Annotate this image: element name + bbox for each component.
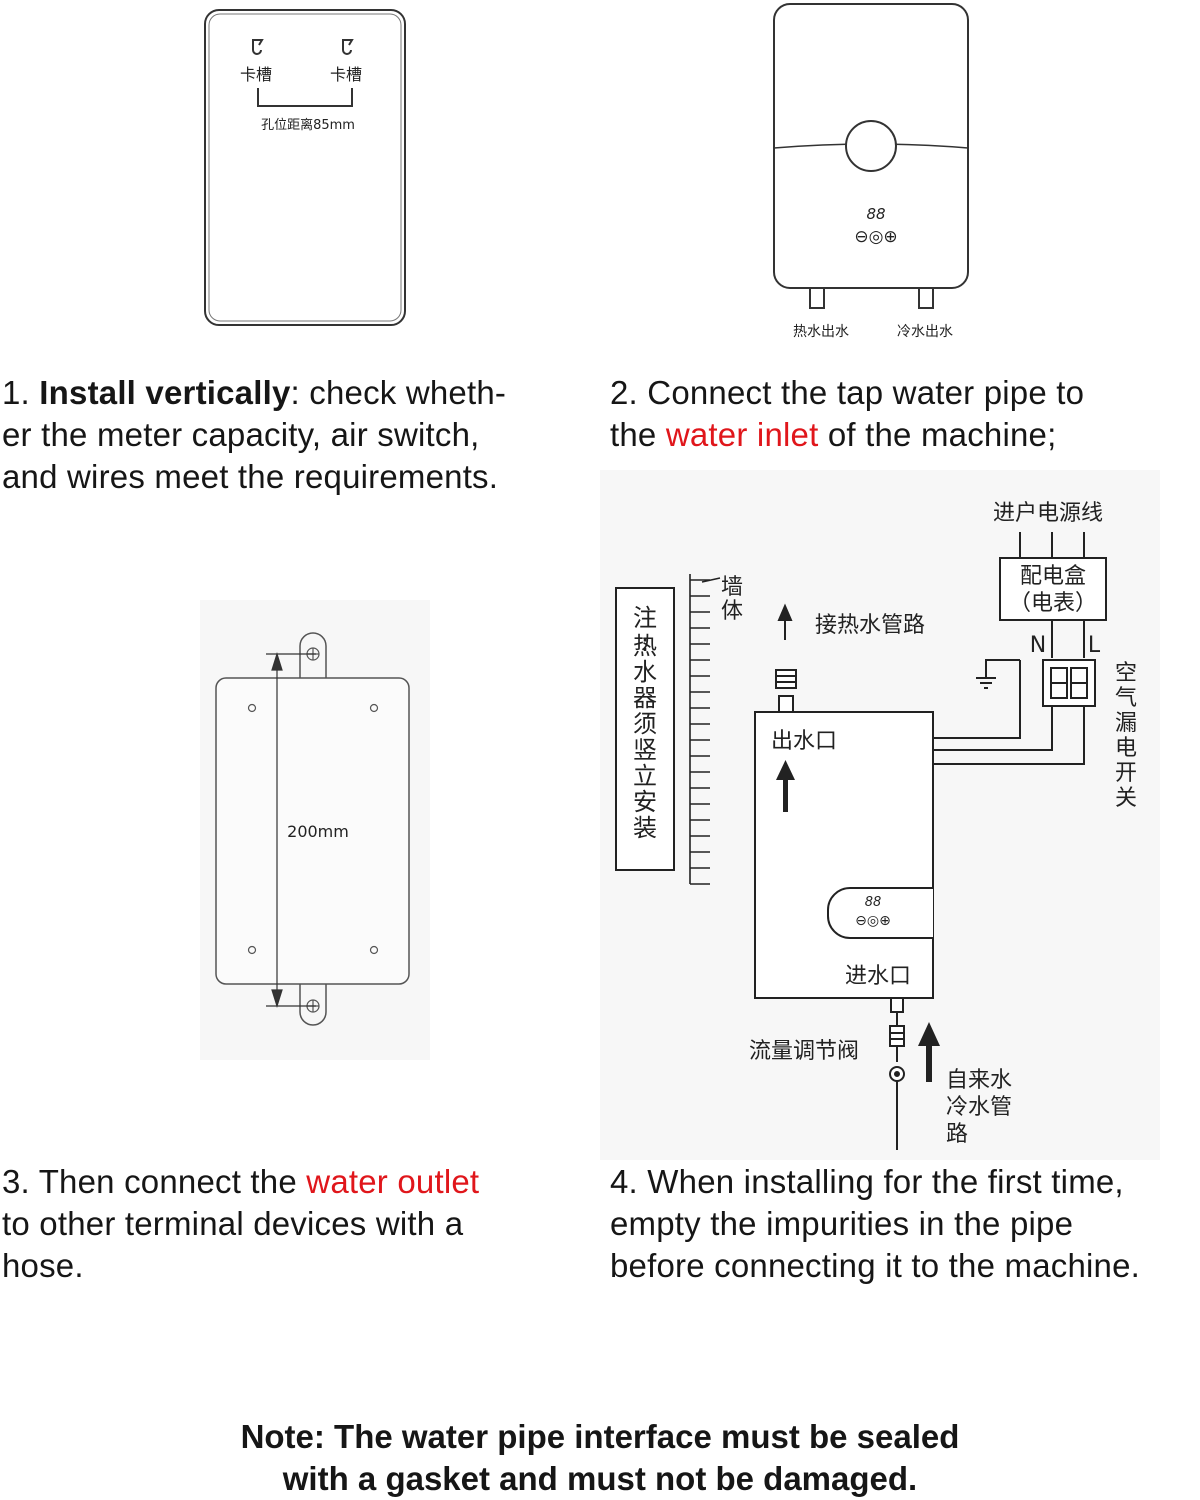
outlet-arrow-icon	[776, 760, 795, 812]
water-outlet-label: 出水口	[771, 729, 837, 754]
svg-text:体: 体	[721, 599, 743, 624]
caption-step-4: 4. When installing for the first time, e…	[610, 1163, 1141, 1284]
air-switch-icon	[1042, 659, 1096, 707]
water-inlet-highlight: water inlet	[665, 416, 819, 453]
control-buttons-icon: ⊖◎⊕	[854, 227, 897, 247]
slot-left-label: 卡槽	[240, 65, 272, 84]
back-plate-outline	[204, 9, 406, 326]
svg-text:漏: 漏	[1115, 711, 1137, 736]
distribution-box-sub-label: （电表）	[1009, 591, 1097, 616]
svg-text:竖: 竖	[633, 736, 657, 764]
svg-text:墙: 墙	[721, 575, 743, 600]
svg-text:关: 关	[1115, 786, 1137, 811]
svg-text:安: 安	[633, 788, 657, 816]
slot-right-label: 卡槽	[330, 65, 362, 84]
svg-text:热: 热	[633, 632, 657, 660]
svg-text:电: 电	[1115, 736, 1137, 761]
panel-wiring-schematic: 进户电源线 配电盒 （电表） N L 空 气 漏 电 开 关 注 : 热 水 器	[600, 470, 1160, 1160]
hole-distance-bracket	[257, 88, 353, 107]
vertical-install-note-box	[615, 587, 675, 871]
svg-text:器: 器	[633, 684, 657, 712]
heater-body	[754, 711, 934, 999]
panel-back-plate-diagram: 卡槽 卡槽 孔位距离85mm	[204, 9, 406, 326]
hot-pipe-stub	[809, 287, 825, 309]
vertical-install-note: 注 : 热 水 器 须 竖 立 安 装	[633, 604, 657, 842]
svg-text::: :	[641, 629, 649, 657]
svg-text:开: 开	[1115, 761, 1137, 786]
heater-body	[773, 3, 969, 289]
display-digits: 88	[865, 895, 882, 910]
flow-valve-label: 流量调节阀	[749, 1039, 859, 1064]
svg-text:装: 装	[633, 814, 657, 842]
cold-pipe-stub	[918, 287, 934, 309]
water-inlet-label: 进水口	[845, 964, 911, 989]
knob-circle	[845, 120, 897, 172]
inlet-arrow-icon	[918, 1022, 940, 1082]
hook-icon	[252, 39, 354, 55]
hole-distance-label: 孔位距离85mm	[261, 117, 355, 133]
cold-outlet-label: 冷水出水	[897, 324, 953, 340]
display-digits: 88	[866, 205, 885, 223]
tap-pipe-label-3: 路	[946, 1122, 968, 1147]
dimension-label: 200mm	[287, 822, 349, 841]
caption-step-1-emphasis: Install vertically	[39, 374, 291, 411]
bottom-mounting-tab	[299, 984, 327, 1026]
breaker-label: 空 气 漏 电 开 关	[1115, 661, 1137, 811]
tap-pipe-label-1: 自来水	[946, 1068, 1012, 1093]
svg-text:水: 水	[633, 658, 657, 686]
panel-dimension-diagram: 200mm	[200, 600, 430, 1060]
caption-step-1: 1. Install vertically: check wheth- er t…	[2, 374, 507, 495]
pipe-fitting-icon	[775, 669, 797, 713]
screw-hole-icon	[247, 703, 379, 955]
top-mounting-tab	[299, 632, 327, 678]
panel-heater-front-diagram: 88 ⊖◎⊕ 热水出水 冷水出水	[773, 3, 969, 340]
water-outlet-highlight: water outlet	[306, 1163, 480, 1200]
svg-text:空: 空	[1115, 661, 1137, 686]
heater-outline	[215, 677, 410, 985]
sealing-note: Note: The water pipe interface must be s…	[0, 1416, 1200, 1500]
hot-pipe-label: 接热水管路	[815, 613, 925, 638]
svg-text:注: 注	[633, 604, 657, 632]
ground-icon	[976, 659, 1020, 689]
hot-outlet-label: 热水出水	[793, 324, 849, 340]
distribution-box-label: 配电盒	[1020, 564, 1086, 589]
sealing-note-line-1: Note: The water pipe interface must be s…	[240, 1418, 960, 1455]
svg-text:立: 立	[633, 762, 657, 790]
l-label: L	[1088, 633, 1101, 658]
control-panel	[827, 887, 933, 939]
svg-text:气: 气	[1115, 686, 1137, 711]
hot-water-arrow-icon	[777, 603, 793, 640]
wall-label: 墙 体	[721, 575, 743, 624]
caption-step-2: 2. Connect the tap water pipe to the wat…	[610, 374, 1085, 453]
dimension-line	[266, 651, 316, 1009]
n-label: N	[1030, 633, 1046, 658]
svg-text:须: 须	[633, 710, 657, 738]
flow-valve-icon	[889, 997, 905, 1150]
tap-pipe-label-2: 冷水管	[946, 1095, 1012, 1120]
wall-hatching	[689, 574, 710, 885]
control-buttons-icon: ⊖◎⊕	[855, 913, 891, 929]
caption-step-3: 3. Then connect the water outlet to othe…	[2, 1163, 480, 1284]
incoming-power-label: 进户电源线	[993, 501, 1103, 526]
distribution-box	[999, 557, 1107, 621]
sealing-note-line-2: with a gasket and must not be damaged.	[282, 1460, 918, 1497]
